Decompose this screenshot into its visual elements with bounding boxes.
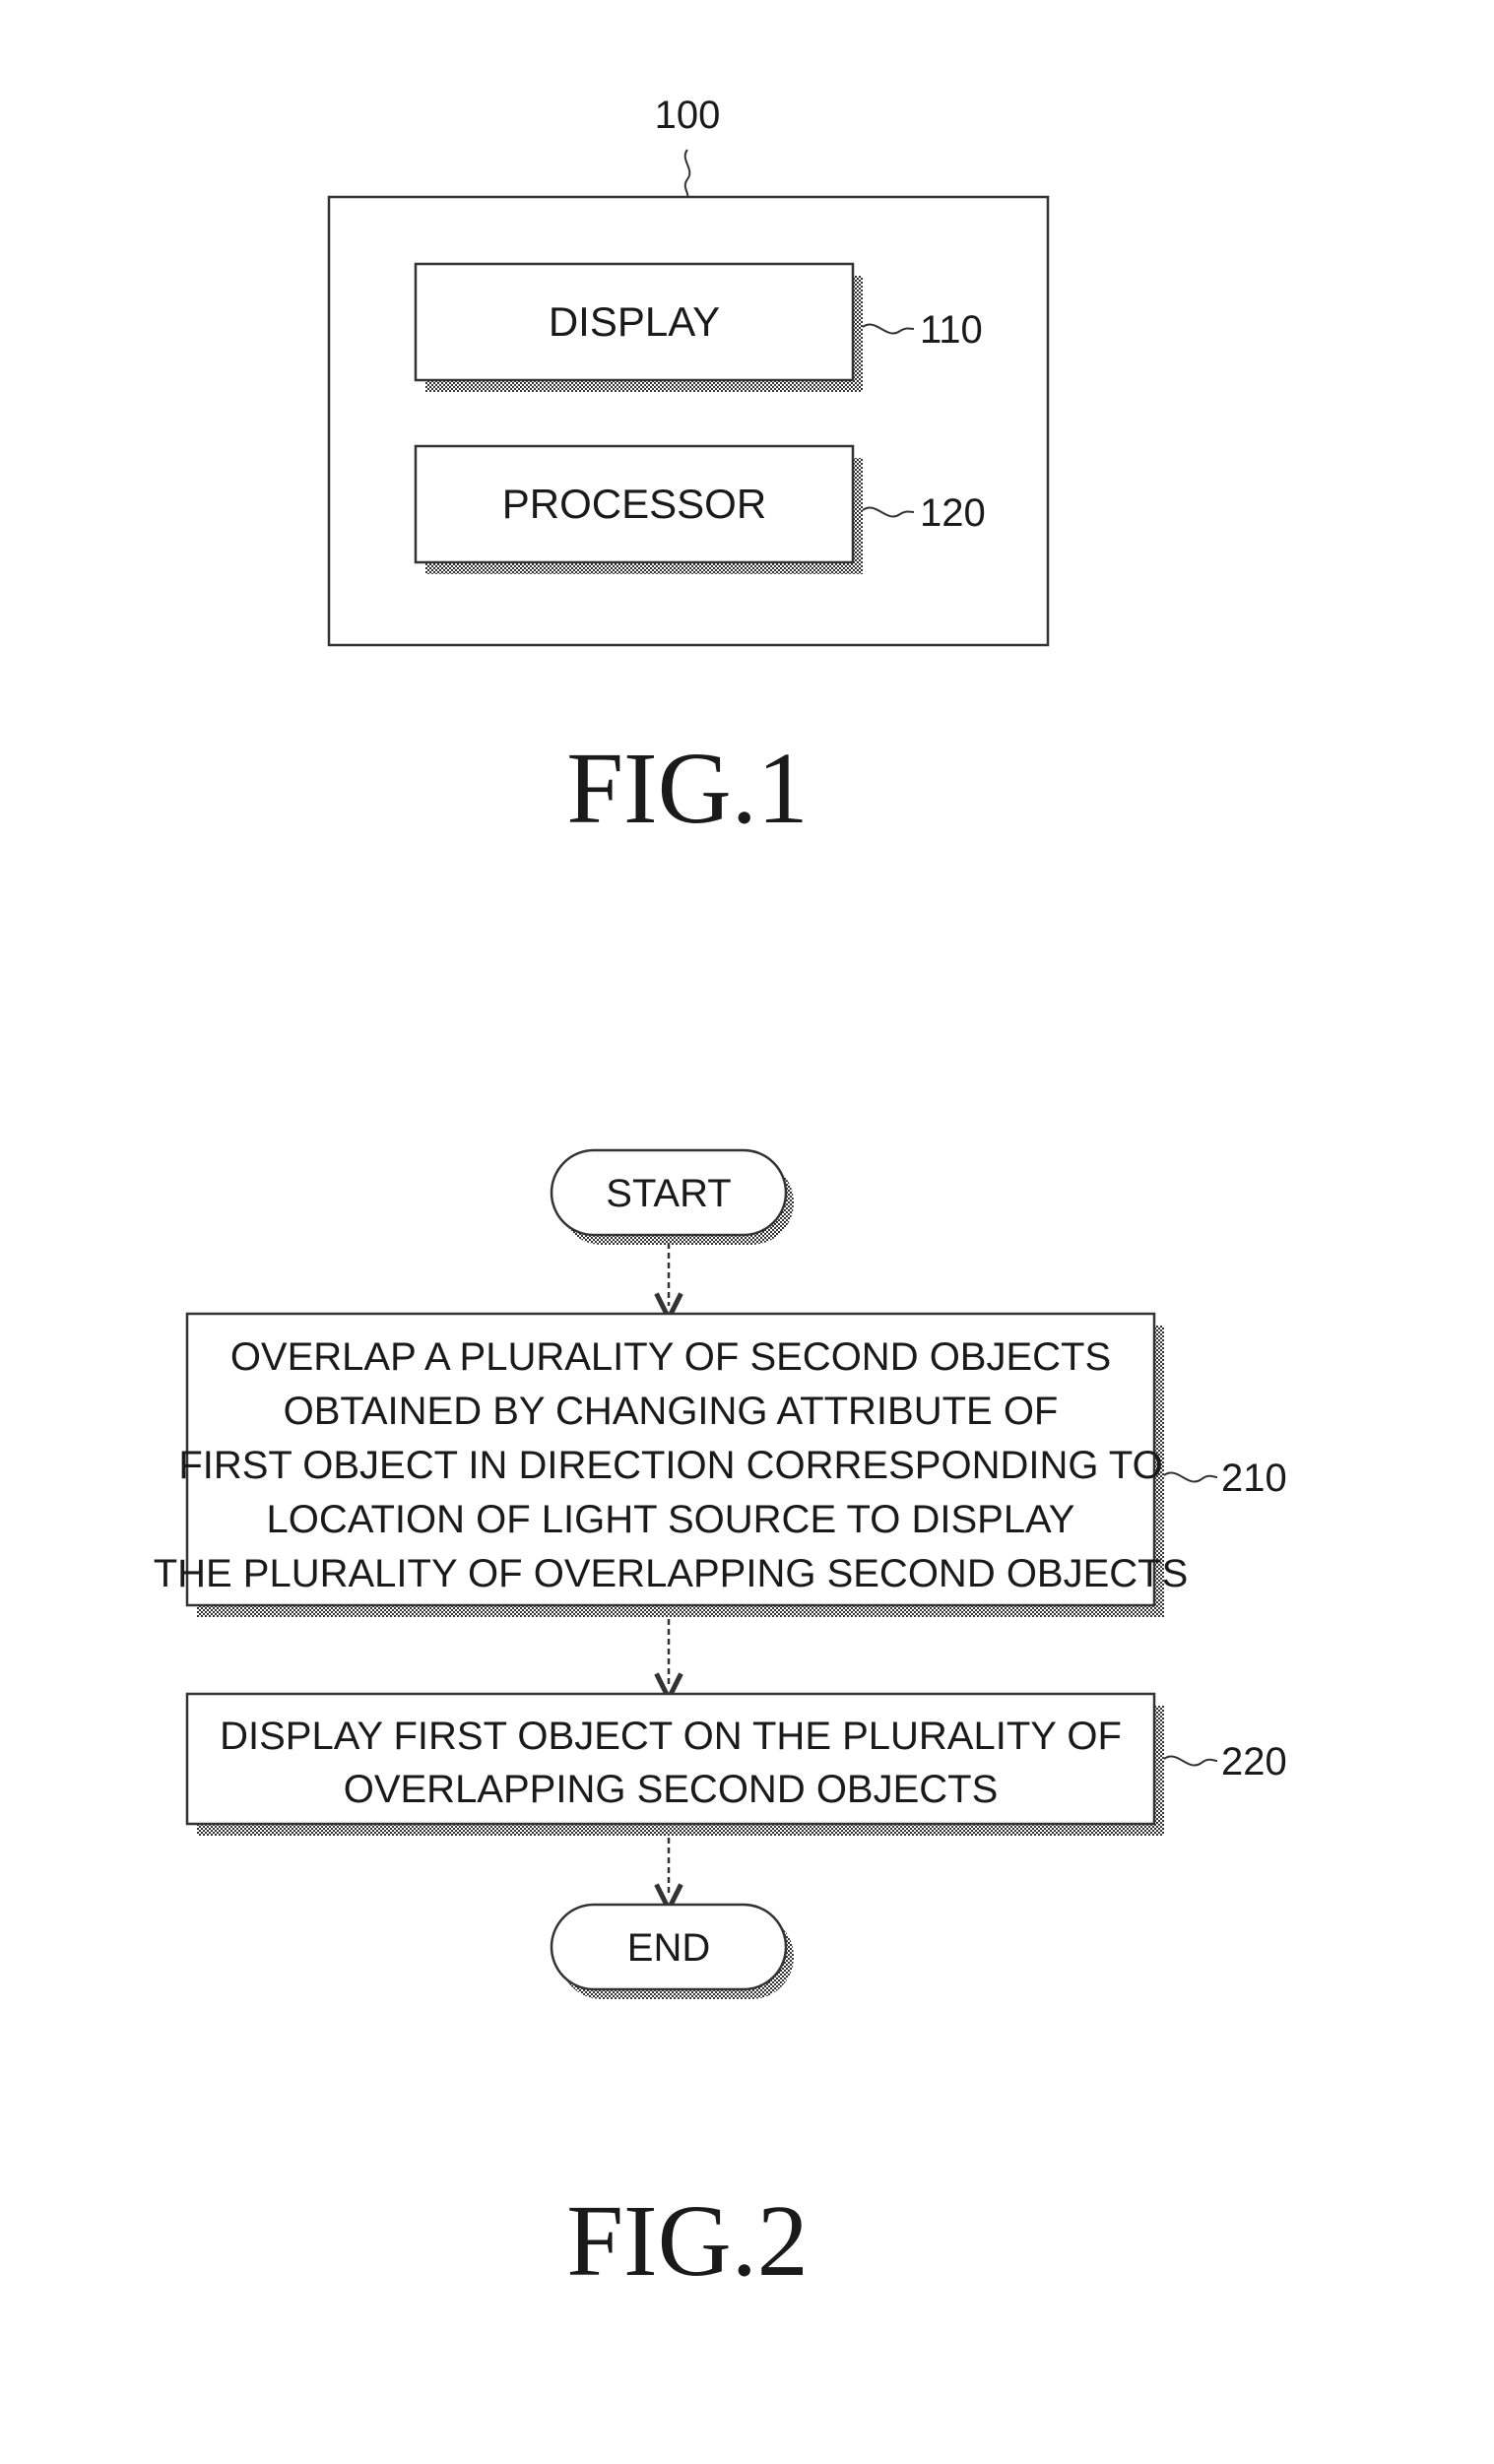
start-terminal: START (552, 1150, 794, 1245)
start-label: START (606, 1172, 731, 1215)
step-220-ref-label: 220 (1221, 1740, 1287, 1783)
step-210-line-1: OVERLAP A PLURALITY OF SECOND OBJECTS (230, 1335, 1111, 1379)
device-ref-leader (685, 150, 690, 197)
display-block: DISPLAY (416, 264, 863, 392)
step-210-ref-label: 210 (1221, 1457, 1287, 1500)
fig2-flowchart: START OVERLAP A PLURALITY OF SECOND OBJE… (154, 1150, 1287, 2298)
fig1-block-diagram: 100 DISPLAY 110 PROCESSOR 120 FIG.1 (329, 94, 1048, 845)
step-210-box: OVERLAP A PLURALITY OF SECOND OBJECTS OB… (154, 1314, 1189, 1617)
step-220-line-2: OVERLAPPING SECOND OBJECTS (344, 1768, 999, 1811)
display-ref-label: 110 (920, 308, 983, 352)
end-terminal: END (552, 1905, 794, 1999)
processor-ref-label: 120 (920, 491, 986, 535)
step-220-ref-leader (1164, 1757, 1217, 1766)
display-block-label: DISPLAY (549, 298, 720, 345)
processor-block: PROCESSOR (416, 446, 863, 574)
step-220-box: DISPLAY FIRST OBJECT ON THE PLURALITY OF… (187, 1694, 1164, 1836)
fig2-caption: FIG.2 (566, 2184, 809, 2298)
step-210-line-5: THE PLURALITY OF OVERLAPPING SECOND OBJE… (154, 1552, 1189, 1595)
step-220-line-1: DISPLAY FIRST OBJECT ON THE PLURALITY OF (220, 1715, 1122, 1758)
device-ref-label: 100 (655, 94, 721, 137)
step-210-line-4: LOCATION OF LIGHT SOURCE TO DISPLAY (267, 1498, 1075, 1541)
end-label: END (627, 1926, 710, 1970)
processor-block-label: PROCESSOR (502, 481, 766, 527)
step-210-line-3: FIRST OBJECT IN DIRECTION CORRESPONDING … (178, 1444, 1162, 1487)
fig1-caption: FIG.1 (566, 732, 809, 845)
step-210-ref-leader (1164, 1473, 1217, 1482)
step-210-line-2: OBTAINED BY CHANGING ATTRIBUTE OF (284, 1390, 1059, 1433)
